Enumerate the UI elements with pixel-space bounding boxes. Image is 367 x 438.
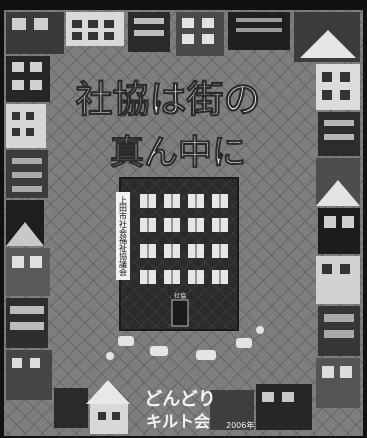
quilt-title-line1: 社協は街の bbox=[76, 78, 261, 121]
quilt-title-line2: 真ん中に bbox=[110, 133, 246, 173]
left-houses bbox=[6, 56, 52, 400]
building-sign-board bbox=[116, 192, 130, 280]
credit-year: 2006年 bbox=[226, 420, 254, 430]
right-houses bbox=[316, 64, 360, 408]
credit-line1: どんどり bbox=[144, 389, 215, 410]
bottom-houses bbox=[54, 380, 312, 434]
street-figures bbox=[106, 326, 264, 360]
credit-line2: キルト会 bbox=[146, 412, 210, 431]
building-sign: 上田市社会福祉協議会 bbox=[119, 196, 128, 277]
building-door bbox=[171, 299, 189, 327]
building-door-sign: 社協 bbox=[174, 292, 186, 300]
central-building bbox=[119, 177, 239, 331]
top-houses bbox=[6, 12, 360, 62]
